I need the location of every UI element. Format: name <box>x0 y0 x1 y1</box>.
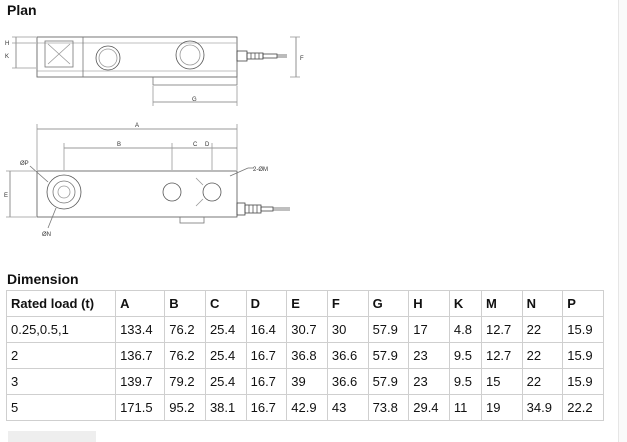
dimension-heading: Dimension <box>7 271 79 287</box>
table-cell: 3 <box>5 368 117 395</box>
label-p: ØP <box>20 161 29 167</box>
table-cell: 19 <box>480 394 523 421</box>
table-cell: 23 <box>408 342 450 369</box>
table-cell: 25.4 <box>204 368 247 395</box>
table-cell: 16.7 <box>245 394 288 421</box>
table-cell: 23 <box>408 368 450 395</box>
column-header: F <box>326 290 369 317</box>
label-d: D <box>205 142 210 148</box>
side-view-hole-left <box>95 45 121 71</box>
table-cell: 15.9 <box>562 342 604 369</box>
top-view-hole-c <box>162 182 182 202</box>
table-cell: 25.4 <box>204 342 247 369</box>
table-cell: 9.5 <box>448 368 482 395</box>
table-cell: 76.2 <box>164 342 206 369</box>
table-cell: 2 <box>5 342 117 369</box>
table-cell: 12.7 <box>480 316 523 343</box>
table-cell: 30.7 <box>286 316 328 343</box>
table-cell: 171.5 <box>115 394 166 421</box>
table-cell: 16.4 <box>245 316 288 343</box>
table-cell: 5 <box>5 394 117 421</box>
table-cell: 57.9 <box>367 316 410 343</box>
table-cell: 39 <box>286 368 328 395</box>
top-view-hole-d <box>202 182 222 202</box>
label-f: F <box>300 56 304 62</box>
table-cell: 22 <box>521 368 564 395</box>
table-cell: 38.1 <box>204 394 247 421</box>
table-cell: 4.8 <box>448 316 482 343</box>
label-n: ØN <box>42 232 51 238</box>
top-view-cable-gland <box>236 202 246 216</box>
column-header: N <box>521 290 564 317</box>
table-cell: 36.6 <box>326 342 369 369</box>
table-cell: 11 <box>448 394 482 421</box>
table-cell: 15 <box>480 368 523 395</box>
column-header: C <box>204 290 247 317</box>
table-cell: 16.7 <box>245 368 288 395</box>
table-cell: 57.9 <box>367 342 410 369</box>
table-cell: 34.9 <box>521 394 564 421</box>
column-header: E <box>286 290 328 317</box>
table-cell: 15.9 <box>562 368 604 395</box>
table-cell: 57.9 <box>367 368 410 395</box>
label-h: H <box>5 41 9 47</box>
table-cell: 36.8 <box>286 342 328 369</box>
table-cell: 9.5 <box>448 342 482 369</box>
page-scroll-edge <box>618 0 627 442</box>
column-header: B <box>164 290 206 317</box>
table-cell: 36.6 <box>326 368 369 395</box>
label-c: C <box>193 142 198 148</box>
side-view-hole-right <box>175 40 205 70</box>
column-header: P <box>562 290 604 317</box>
table-cell: 16.7 <box>245 342 288 369</box>
column-header: M <box>480 290 523 317</box>
table-cell: 73.8 <box>367 394 410 421</box>
label-m: 2-ØM <box>253 167 268 173</box>
table-cell: 136.7 <box>115 342 166 369</box>
table-cell: 43 <box>326 394 369 421</box>
table-cell: 76.2 <box>164 316 206 343</box>
table-cell: 29.4 <box>408 394 450 421</box>
table-cell: 0.25,0.5,1 <box>5 316 117 343</box>
table-cell: 42.9 <box>286 394 328 421</box>
column-header: G <box>367 290 410 317</box>
plan-heading: Plan <box>7 2 37 18</box>
column-header: K <box>448 290 482 317</box>
table-cell: 139.7 <box>115 368 166 395</box>
column-header: H <box>408 290 450 317</box>
table-cell: 22 <box>521 316 564 343</box>
side-view-cable-gland <box>236 50 248 62</box>
label-a: A <box>135 123 139 129</box>
top-view-base-step <box>179 216 205 224</box>
side-view-base-step <box>152 76 238 86</box>
label-e: E <box>4 193 8 199</box>
column-header: A <box>115 290 166 317</box>
table-cell: 17 <box>408 316 450 343</box>
table-cell: 133.4 <box>115 316 166 343</box>
label-g: G <box>192 97 197 103</box>
label-b: B <box>117 142 121 148</box>
load-cell-drawing: H K F G A B C D ØP 2-ØM E ØN <box>4 36 304 238</box>
top-view-mount-hole-outer <box>46 174 82 210</box>
table-cell: 12.7 <box>480 342 523 369</box>
table-cell: 79.2 <box>164 368 206 395</box>
table-cell: 22.2 <box>562 394 604 421</box>
table-cell: 25.4 <box>204 316 247 343</box>
horizontal-scrollbar[interactable] <box>8 431 96 442</box>
column-header: D <box>245 290 288 317</box>
table-cell: 95.2 <box>164 394 206 421</box>
table-cell: 22 <box>521 342 564 369</box>
column-header: Rated load (t) <box>5 290 117 317</box>
table-cell: 30 <box>326 316 369 343</box>
top-view-body <box>36 170 238 218</box>
table-cell: 15.9 <box>562 316 604 343</box>
label-k: K <box>5 54 9 60</box>
side-view-left-block <box>36 36 84 78</box>
